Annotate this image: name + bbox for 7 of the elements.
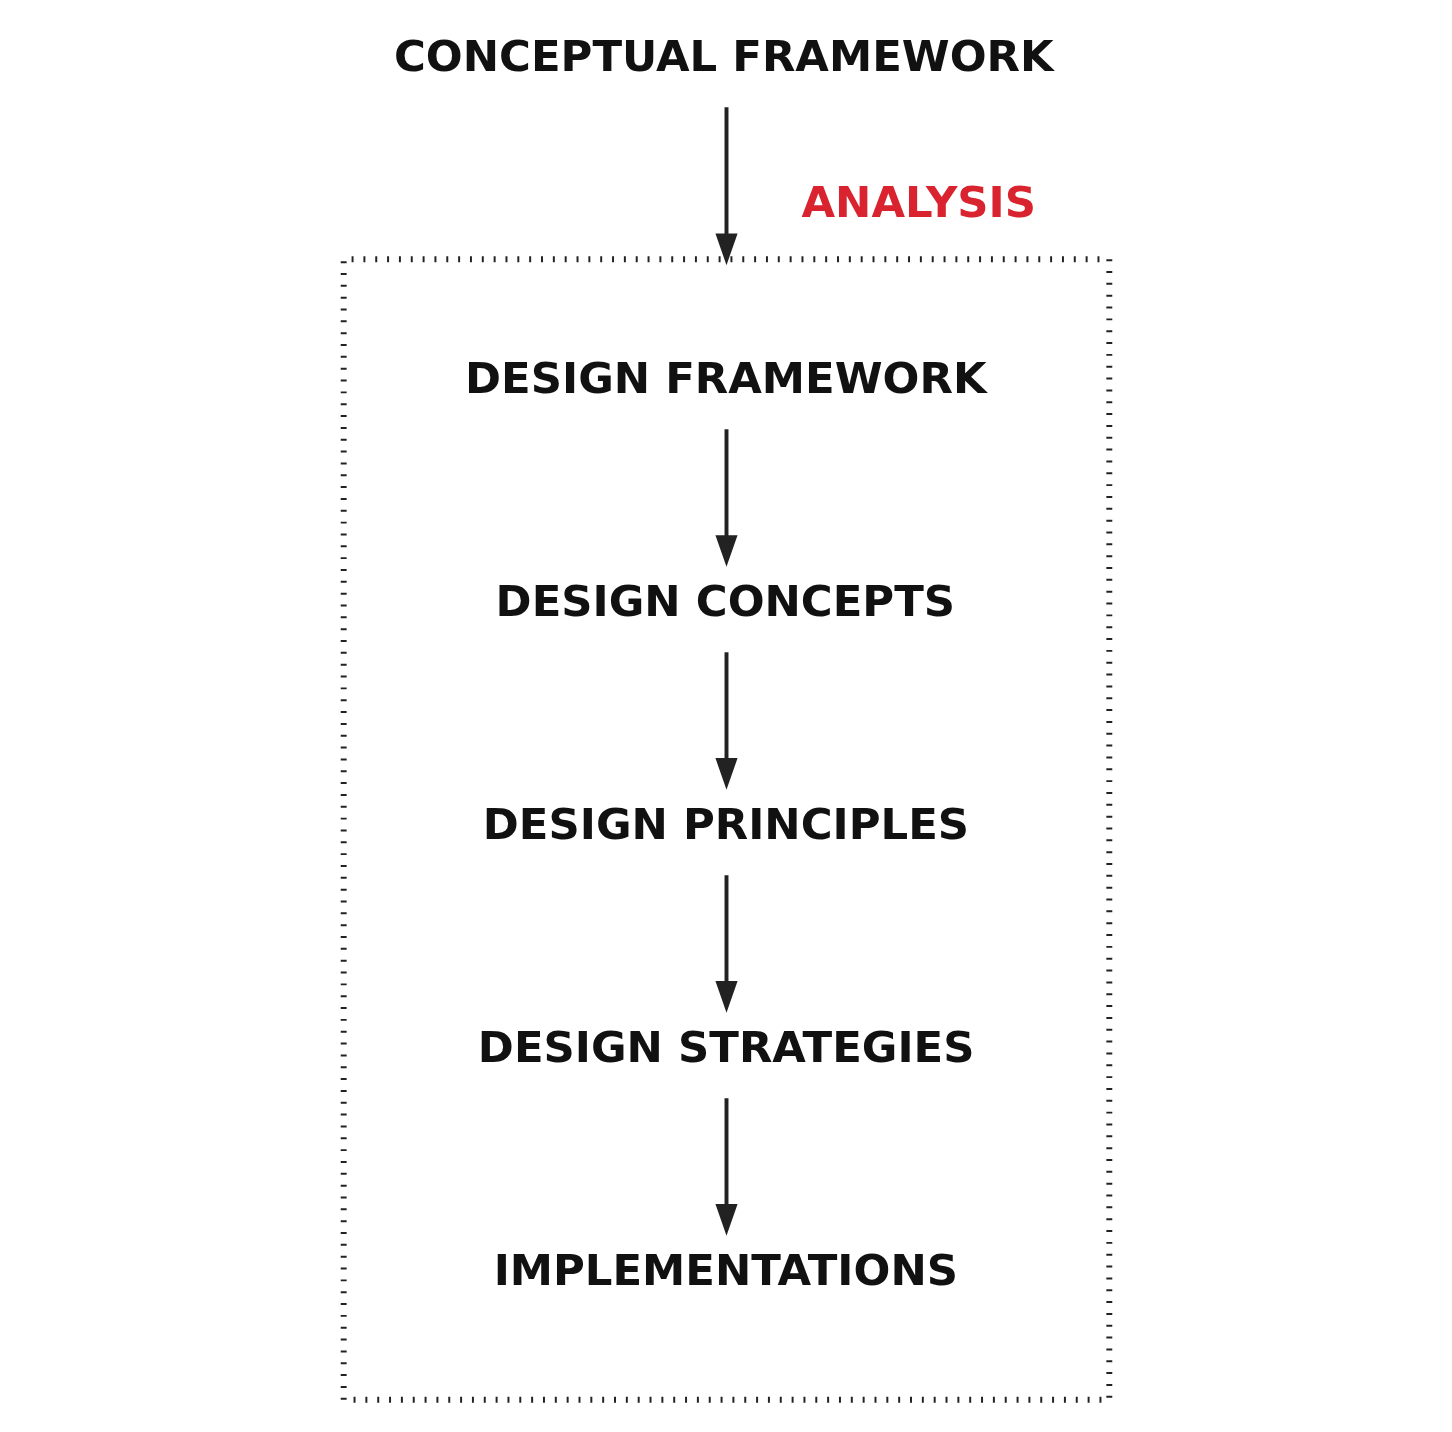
- node-text: CONCEPTUAL FRAMEWORK: [393, 30, 1054, 81]
- edge-label: ANALYSIS: [800, 176, 1036, 227]
- node-text: IMPLEMENTATIONS: [493, 1244, 958, 1295]
- node-text: DESIGN STRATEGIES: [477, 1021, 974, 1072]
- node-text: DESIGN CONCEPTS: [495, 575, 955, 626]
- node-text: DESIGN FRAMEWORK: [464, 352, 987, 403]
- node-text: DESIGN PRINCIPLES: [482, 798, 969, 849]
